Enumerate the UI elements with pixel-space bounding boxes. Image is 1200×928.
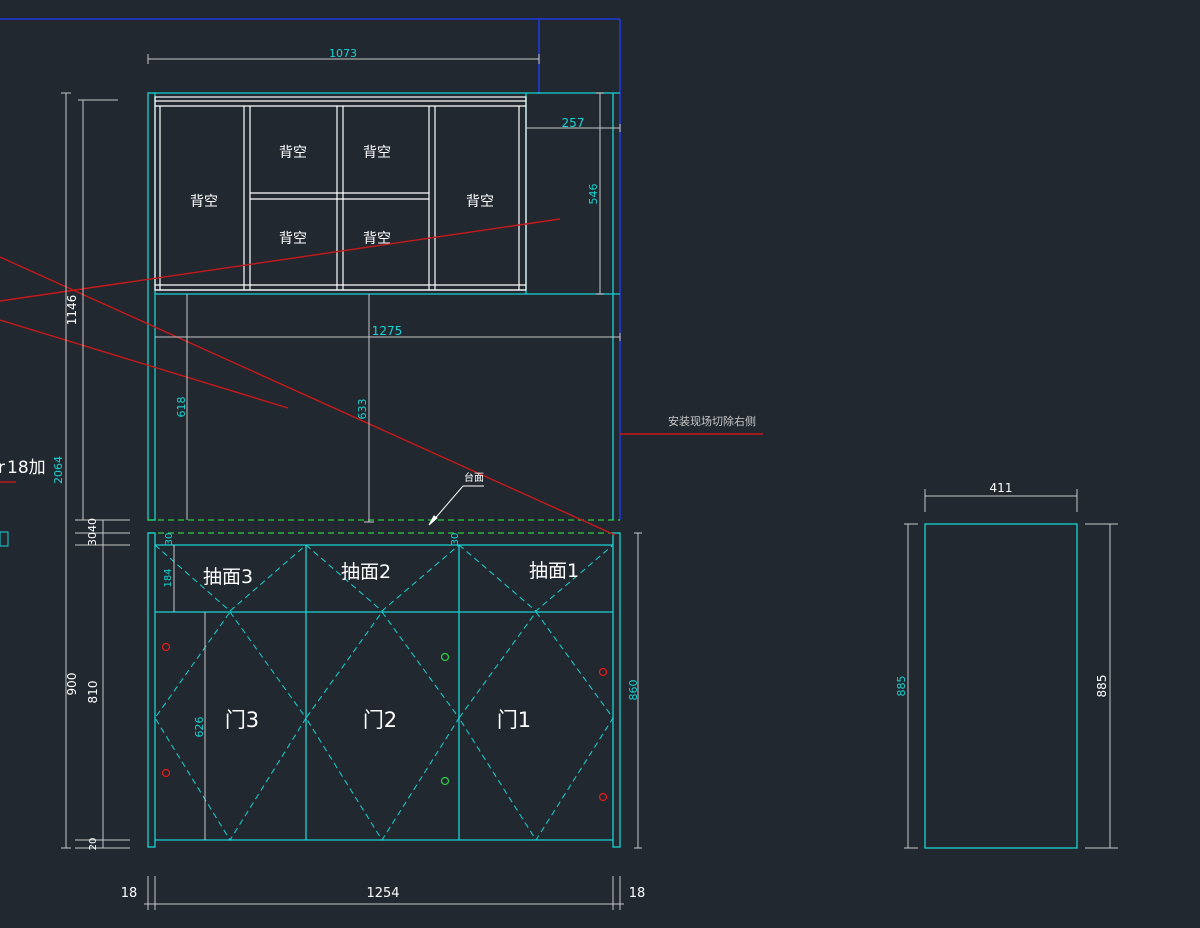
left-fragment-label: 18加 (7, 458, 46, 478)
dim-900: 900 (65, 673, 79, 696)
dim-18-left: 18 (121, 886, 138, 901)
countertop-lines (148, 519, 620, 534)
dim-184: 184 (163, 568, 174, 587)
dim-1073: 1073 (329, 47, 357, 60)
dim-1254: 1254 (366, 886, 399, 901)
dim-2064: 2064 (52, 456, 65, 484)
dim-30-mid: 30 (450, 533, 461, 546)
compartment-label: 背空 (279, 145, 307, 161)
dim-860: 860 (627, 680, 640, 701)
left-edge-mark (0, 531, 9, 547)
compartment-label: 背空 (190, 194, 218, 210)
door-label: 门1 (497, 708, 531, 732)
left-fragment-prefix: r (0, 458, 5, 478)
base-cabinet[interactable]: 抽面3 抽面2 抽面1 门3 门2 门1 (147, 532, 621, 848)
compartment-label: 背空 (363, 231, 391, 247)
cut-note: 安装现场切除右侧 (668, 414, 756, 428)
hinge-hole-red (161, 768, 171, 778)
dim-546: 546 (587, 184, 600, 205)
countertop-label: 台面 (464, 471, 484, 484)
door-label: 门3 (225, 708, 259, 732)
dimension-lines (61, 54, 1118, 910)
dim-626: 626 (193, 717, 206, 738)
countertop-leader (428, 485, 484, 526)
upper-cabinet[interactable]: 背空 背空 背空 背空 背空 背空 (147, 92, 620, 521)
dim-1275: 1275 (372, 324, 403, 338)
hinge-hole-green (440, 652, 450, 662)
compartment-label: 背空 (363, 145, 391, 161)
hinge-hole-red (161, 642, 171, 652)
dim-633: 633 (356, 399, 369, 420)
compartment-label: 背空 (466, 194, 494, 210)
dim-1146: 1146 (65, 295, 79, 326)
dim-810: 810 (86, 681, 100, 704)
side-view-panel[interactable] (924, 523, 1078, 849)
dim-20: 20 (88, 838, 99, 851)
drawer-label: 抽面1 (529, 560, 579, 582)
hinge-holes (161, 642, 608, 802)
door-label: 门2 (363, 708, 397, 732)
dim-885-right: 885 (1095, 675, 1109, 698)
hinge-hole-red (598, 792, 608, 802)
upper-frame (154, 96, 527, 291)
drawer-dashes (154, 544, 614, 841)
dim-30-left: 30 (164, 533, 175, 546)
dim-257: 257 (562, 116, 585, 130)
hinge-hole-green (440, 776, 450, 786)
dim-411: 411 (990, 481, 1013, 495)
dim-885-left: 885 (895, 676, 908, 697)
drawer-label: 抽面2 (341, 561, 391, 583)
hinge-hole-red (598, 667, 608, 677)
drawer-label: 抽面3 (203, 566, 253, 588)
dim-3040: 3040 (86, 518, 99, 546)
compartment-label: 背空 (279, 231, 307, 247)
dim-18-right: 18 (629, 886, 646, 901)
cut-lines (0, 218, 763, 536)
boundary-lines (0, 18, 621, 520)
dim-618: 618 (175, 397, 188, 418)
